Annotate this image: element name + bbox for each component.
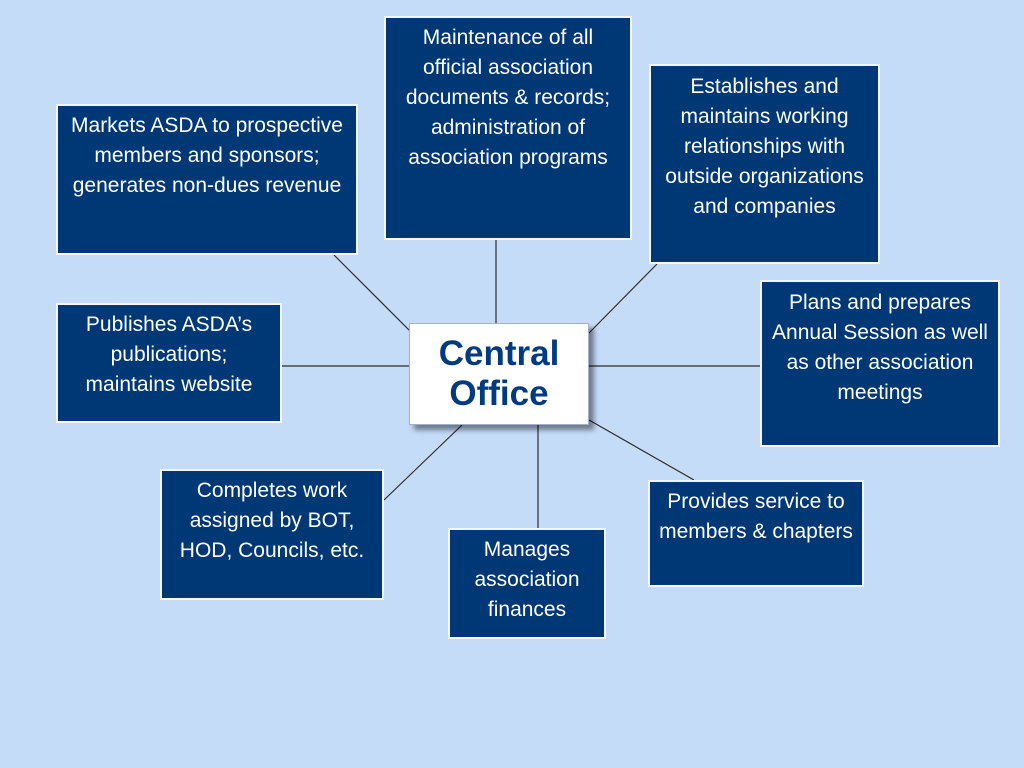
function-text: Provides service to members & chapters — [659, 490, 853, 543]
connector-markets — [333, 254, 413, 334]
function-box-maintenance: Maintenance of all official association … — [384, 16, 632, 240]
function-text: Completes work assigned by BOT, HOD, Cou… — [179, 479, 365, 562]
connector-provides — [588, 419, 695, 481]
function-box-completes: Completes work assigned by BOT, HOD, Cou… — [160, 469, 384, 600]
function-text: Maintenance of all official association … — [405, 26, 611, 169]
function-text: Markets ASDA to prospective members and … — [71, 114, 343, 197]
function-box-markets: Markets ASDA to prospective members and … — [56, 104, 358, 255]
central-office-node: Central Office — [409, 323, 589, 425]
function-text: Publishes ASDA’s publications; maintains… — [85, 313, 253, 396]
function-text: Establishes and maintains working relati… — [665, 75, 864, 218]
function-box-plans: Plans and prepares Annual Session as wel… — [760, 280, 1000, 447]
function-text: Plans and prepares Annual Session as wel… — [772, 291, 988, 404]
function-box-provides: Provides service to members & chapters — [648, 480, 864, 587]
central-office-label: Central Office — [438, 334, 560, 413]
function-text: Manages association finances — [474, 538, 580, 621]
connector-completes — [383, 424, 463, 501]
connector-establishes — [588, 263, 658, 334]
function-box-manages: Manages association finances — [448, 528, 606, 639]
function-box-publishes: Publishes ASDA’s publications; maintains… — [56, 303, 282, 423]
function-box-establishes: Establishes and maintains working relati… — [649, 64, 880, 264]
